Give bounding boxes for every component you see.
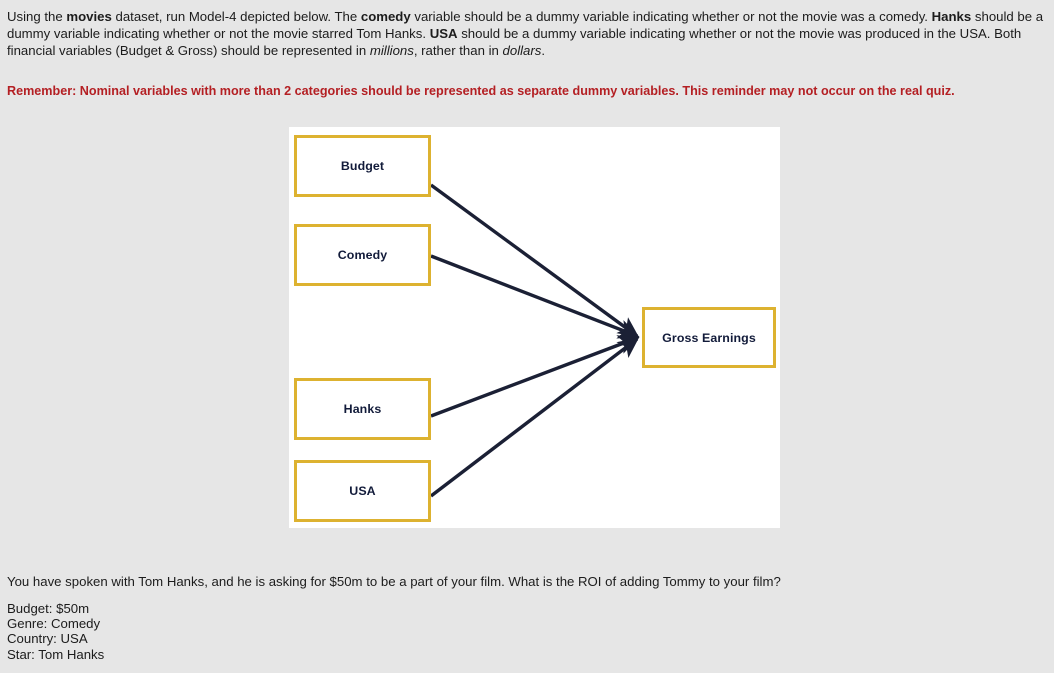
prompt-rich-text: Using the movies dataset, run Model-4 de… bbox=[7, 9, 1044, 58]
diagram-connectors bbox=[429, 183, 640, 498]
node-budget: Budget bbox=[294, 135, 431, 197]
node-comedy-label: Comedy bbox=[337, 248, 388, 262]
prompt-paragraph: Using the movies dataset, run Model-4 de… bbox=[7, 8, 1047, 59]
node-comedy: Comedy bbox=[294, 224, 431, 286]
node-budget-label: Budget bbox=[340, 159, 385, 173]
edge-usa-to-gross bbox=[429, 337, 640, 498]
edge-comedy-to-gross bbox=[430, 254, 640, 339]
node-usa-label: USA bbox=[349, 484, 376, 498]
node-usa: USA bbox=[294, 460, 431, 522]
film-spec-list: Budget: $50m Genre: Comedy Country: USA … bbox=[7, 601, 104, 662]
spec-star: Star: Tom Hanks bbox=[7, 646, 105, 662]
edge-budget-to-gross bbox=[429, 183, 640, 338]
edge-hanks-to-gross bbox=[430, 335, 640, 418]
node-hanks: Hanks bbox=[294, 378, 431, 440]
model-diagram-panel: Budget Comedy Hanks USA Gross Earnings bbox=[289, 127, 780, 528]
node-gross-earnings: Gross Earnings bbox=[642, 307, 776, 368]
spec-genre: Genre: Comedy bbox=[7, 616, 101, 632]
closing-question: You have spoken with Tom Hanks, and he i… bbox=[7, 574, 781, 589]
reminder-note: Remember: Nominal variables with more th… bbox=[7, 84, 955, 98]
spec-budget: Budget: $50m bbox=[7, 601, 90, 616]
spec-country: Country: USA bbox=[7, 631, 88, 647]
node-gross-earnings-label: Gross Earnings bbox=[662, 330, 756, 345]
node-hanks-label: Hanks bbox=[343, 402, 382, 416]
